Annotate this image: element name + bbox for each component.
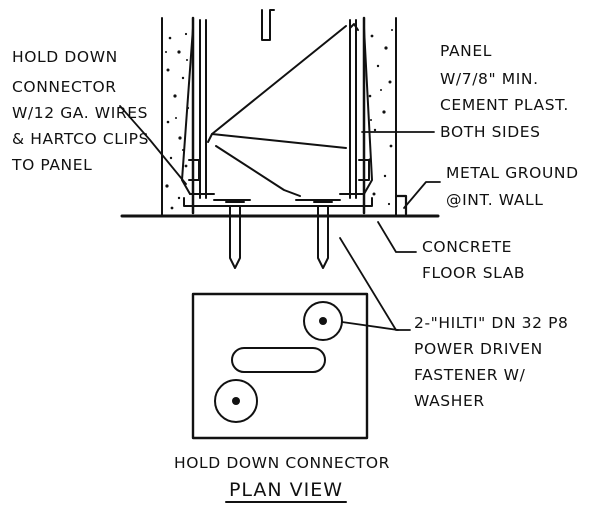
label-hold-down-connector: HOLD DOWN CONNECTOR W/12 GA. WIRES & HAR…: [11, 48, 149, 174]
label-line: & HARTCO CLIPS: [12, 130, 149, 148]
label-line: CONNECTOR: [12, 78, 117, 96]
caption-title: HOLD DOWN CONNECTOR: [174, 454, 390, 472]
label-line: FLOOR SLAB: [422, 264, 525, 282]
metal-ground: [394, 194, 408, 216]
plan-view-plate: [191, 292, 369, 440]
label-line: HOLD DOWN: [12, 48, 118, 66]
label-line: W/7/8" MIN.: [440, 70, 539, 88]
label-panel: PANEL W/7/8" MIN. CEMENT PLAST. BOTH SID…: [440, 42, 569, 141]
label-line: CEMENT PLAST.: [440, 96, 569, 114]
label-line: FASTENER W/: [414, 366, 526, 384]
label-line: TO PANEL: [11, 156, 92, 174]
label-fastener: 2-"HILTI" DN 32 P8 POWER DRIVEN FASTENER…: [414, 314, 569, 410]
label-concrete-slab: CONCRETE FLOOR SLAB: [422, 238, 525, 282]
power-driven-fasteners: [225, 201, 333, 269]
caption-subtitle: PLAN VIEW: [229, 479, 343, 501]
caption: HOLD DOWN CONNECTOR: [174, 454, 390, 472]
label-line: CONCRETE: [422, 238, 512, 256]
label-line: BOTH SIDES: [440, 123, 541, 141]
label-line: POWER DRIVEN: [414, 340, 543, 358]
label-line: METAL GROUND: [446, 164, 579, 182]
leader-lines: [119, 105, 441, 331]
left-cement-plaster: [161, 16, 195, 216]
caption-sub: PLAN VIEW: [229, 479, 343, 501]
label-line: PANEL: [440, 42, 492, 60]
wall-section: [161, 9, 408, 216]
label-line: @INT. WALL: [446, 191, 544, 209]
label-line: W/12 GA. WIRES: [12, 104, 148, 122]
label-line: WASHER: [414, 392, 485, 410]
label-line: 2-"HILTI" DN 32 P8: [414, 314, 569, 332]
label-metal-ground: METAL GROUND @INT. WALL: [446, 164, 579, 209]
